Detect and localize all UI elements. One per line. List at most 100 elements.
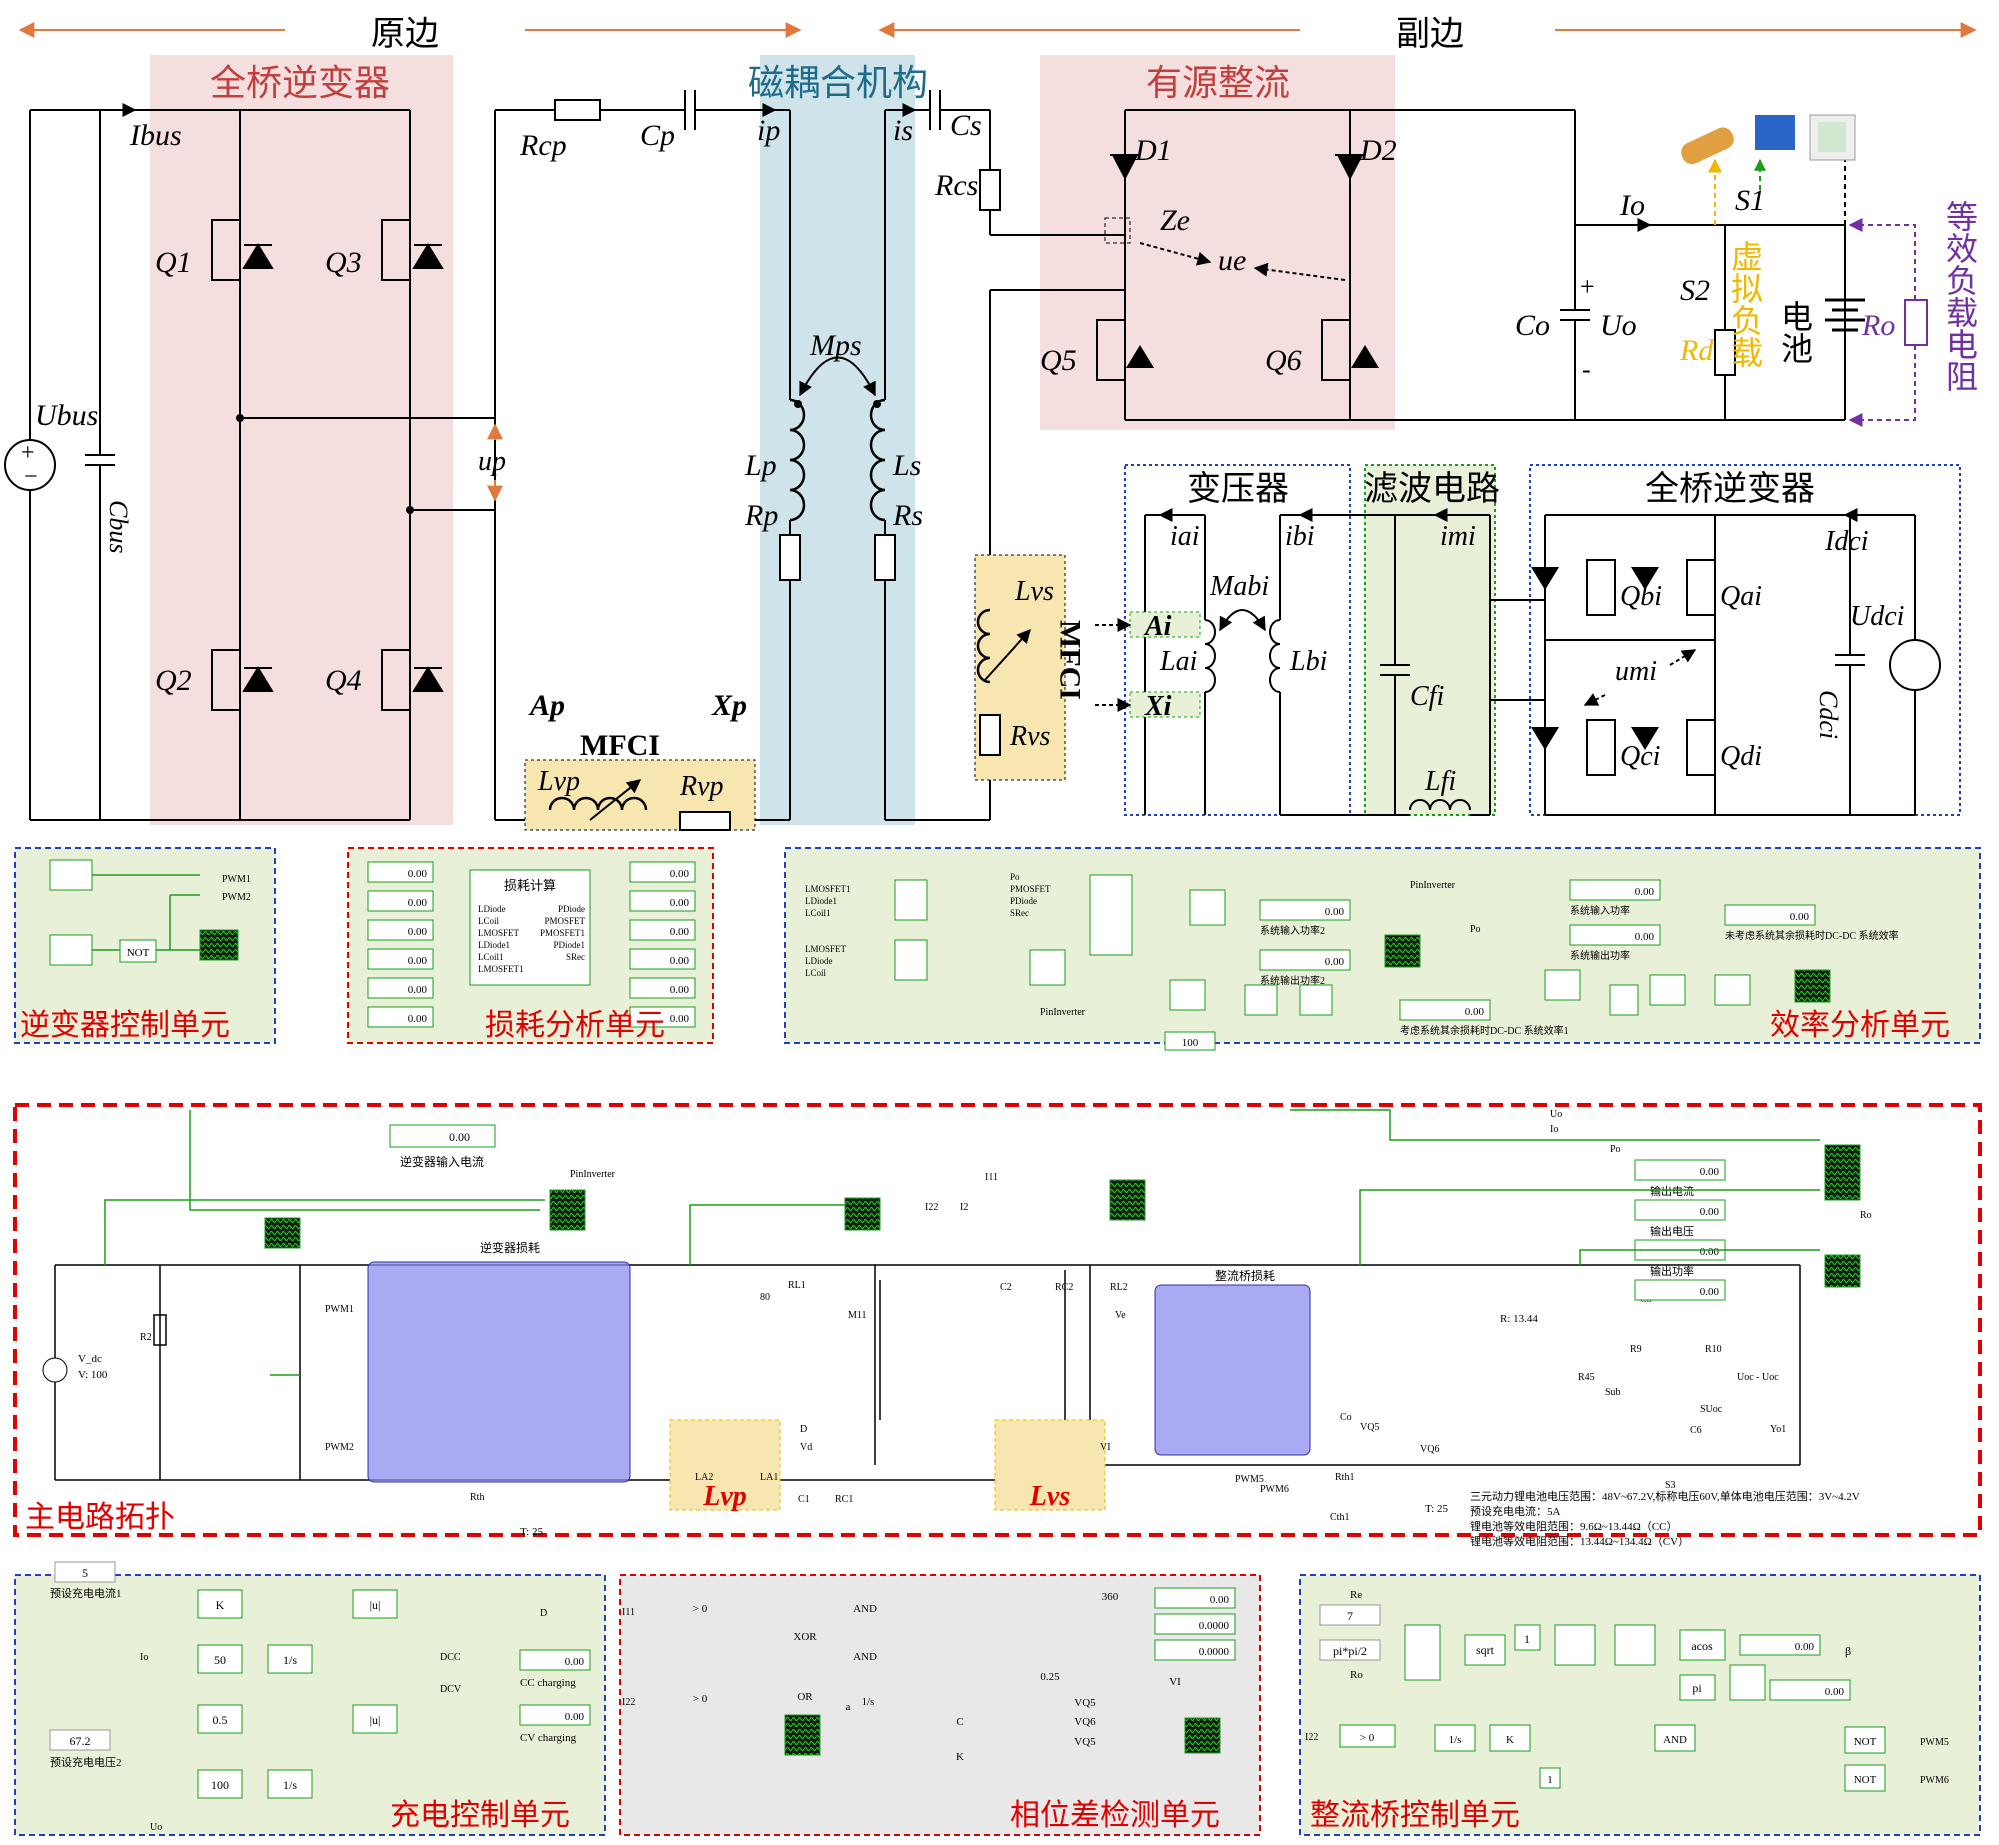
charge-display-label: CV charging [520,1732,577,1744]
eff-input-label: PMOSFET [1010,884,1051,894]
charge-block-label: 100 [211,1778,229,1792]
loss-display-left-box [367,977,434,999]
q6-label: Q6 [1265,344,1302,377]
component-label: C1 [798,1494,810,1505]
phase-block-label: VQ5 [1074,1736,1096,1748]
charge-block-label: K [216,1598,225,1612]
component-label: R10 [1705,1344,1722,1355]
phase-detect-title: 相位差检测单元 [1010,1799,1220,1832]
i-o-label: Io [1619,189,1645,222]
svg-text:+: + [21,440,35,466]
r-vs-label: Rvs [1009,721,1051,752]
component-label: RC2 [1055,1282,1073,1293]
loss-display-left: 0.00 [408,955,428,967]
inv-input-current-label: 逆变器输入电流 [400,1154,484,1169]
inverter-control-title: 逆变器控制单元 [20,1009,230,1042]
eff-input-label: PDiode [1010,896,1037,906]
loss-display-left: 0.00 [408,868,428,880]
q-ai-label: Qai [1720,581,1762,612]
preset-current-value: 5 [82,1566,88,1580]
phase-input: I11 [622,1607,635,1618]
preset-voltage-label: 预设充电电压2 [50,1755,122,1769]
eff-pin-inverter-2: PinInverter [1410,880,1456,891]
loss-input-label: LDiode1 [478,940,510,950]
eff-display-label: 考虑系统其余损耗时DC-DC 系统效率1 [1400,1024,1569,1037]
loss-display-right-box [629,977,696,999]
s2-label: S2 [1680,274,1710,307]
eff-input-label: Po [1010,872,1020,882]
inverter-control-panel: NOT PWM1 PWM2 逆变器控制单元 [14,847,276,1044]
loss-display-left: 0.00 [408,1013,428,1025]
probe-label: I11 [985,1172,998,1183]
component-label: Yo1 [1770,1424,1786,1435]
phase-input: I22 [622,1697,635,1708]
beta-label: β [1845,1644,1851,1658]
component-label: 80 [760,1292,770,1303]
eff-display-box [1259,949,1351,971]
svg-text:+: + [1580,272,1595,301]
charge-signal: DCV [440,1684,462,1695]
phase-display: 0.00 [1210,1594,1230,1606]
i-bus-label: Ibus [129,119,182,152]
eff-display: 0.00 [1325,956,1345,968]
probe-label: Uo [1550,1109,1562,1120]
rect-output: PWM6 [1920,1775,1949,1786]
inverter2-title: 全桥逆变器 [1645,470,1815,508]
equiv-load-label: 等效负载电阻 [1942,200,1978,392]
inverter-block [367,1261,631,1483]
probe-label: I22 [925,1202,938,1213]
loss-display-right-box [629,861,696,883]
charge-display: 0.00 [565,1656,585,1668]
battery-label: 电池 [1777,300,1813,364]
u-dci-label: Udci [1850,601,1904,632]
eff-input-label: LCoil [805,968,827,978]
probe-label: PWM6 [1260,1484,1289,1495]
phase-display: 0.0000 [1199,1620,1230,1632]
loss-display-right-box [629,919,696,941]
mosfet-q1 [211,219,274,281]
component-label: Uoc - Uoc [1737,1372,1779,1383]
eff-display: 0.00 [1465,1006,1485,1018]
m-ps-label: Mps [809,329,862,362]
rect-display-box [1769,1679,1851,1701]
phase-block-label: AND [853,1651,877,1663]
main-circuit-title: 主电路拓扑 [25,1501,175,1534]
phase-display-box [1154,1587,1236,1609]
resistor-icon [1681,127,1734,165]
component-label: Sub [1605,1387,1621,1398]
eff-display-label: 系统输入功率 [1570,904,1630,917]
r-p-label: Rp [744,499,778,532]
l-bi-label: Lbi [1289,646,1327,677]
u-p-label: up [478,446,506,477]
c-bus-label: Cbus [104,500,133,553]
phase-block-label: > 0 [693,1603,708,1615]
u-e-label: ue [1218,244,1246,277]
rect-block [1844,1726,1886,1754]
eff-input-label: LMOSFET1 [805,884,851,894]
inverter-region [150,55,453,825]
c-s-label: Cs [950,109,982,142]
component-label: RL1 [788,1280,806,1291]
loss-display-left-box [367,890,434,912]
component-label: R2 [140,1332,152,1343]
phase-block-label: VI [1169,1676,1181,1688]
probe-label: Vd [800,1442,812,1453]
primary-coil [789,398,806,522]
pi-label: pi*pi/2 [1333,1644,1367,1658]
rect-block [1844,1764,1886,1792]
eff-display-label: 系统输出功率2 [1260,974,1325,987]
loss-display-right: 0.00 [670,984,690,996]
r-d-label: Rd [1679,334,1714,367]
main-output-label: 输出电流 [1650,1184,1694,1198]
scope [264,1217,301,1249]
scope [1824,1144,1861,1201]
filter-title: 滤波电路 [1364,470,1500,508]
scope [784,1714,821,1756]
main-output: 0.00 [1700,1286,1720,1298]
eff-display-box [1399,999,1491,1021]
one-const-b: 1 [1547,1774,1553,1786]
inverter-loss-label: 逆变器损耗 [480,1240,540,1255]
eff-display-box [1724,904,1816,926]
main-note: 预设充电电流：5A [1470,1504,1560,1518]
pin-inverter-label: PinInverter [570,1169,616,1180]
